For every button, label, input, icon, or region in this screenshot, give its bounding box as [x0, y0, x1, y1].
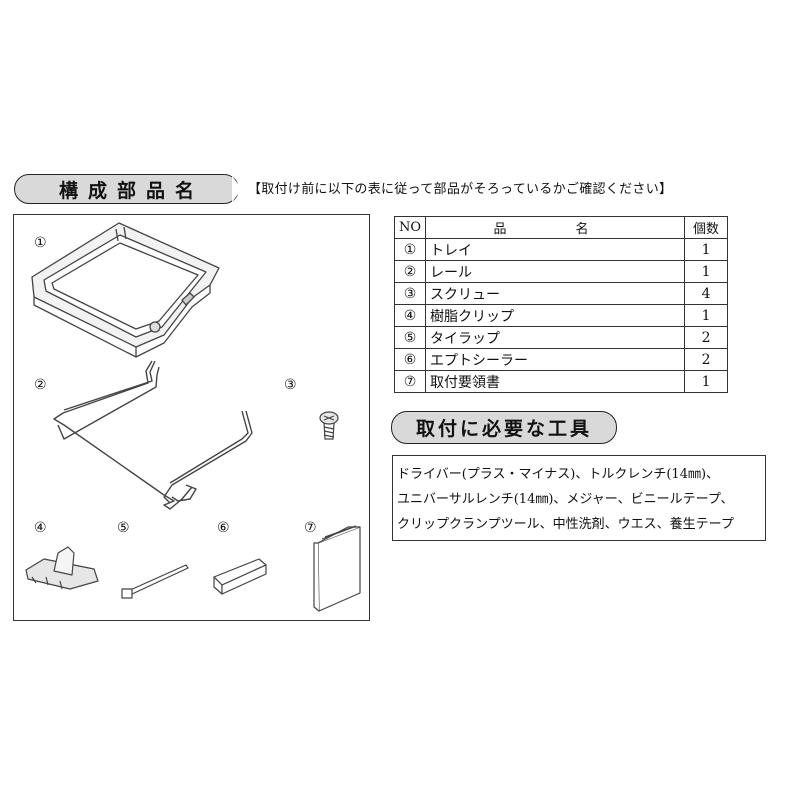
parts-table: NO 品 名 個数 ① トレイ 1 ② レール 1 ③ スクリュー 4 ④ 樹脂…: [393, 216, 729, 393]
header-no: NO: [393, 216, 427, 239]
label-sealer: ⑥: [217, 520, 230, 536]
tie-wrap-illustration: [121, 564, 189, 599]
row-qty: 1: [684, 304, 729, 327]
row-qty: 4: [684, 282, 729, 305]
table-row: ④ 樹脂クリップ 1: [393, 304, 729, 327]
table-row: ⑥ エプトシーラー 2: [393, 348, 729, 371]
row-name: 取付要領書: [425, 370, 686, 393]
sealer-illustration: [213, 558, 267, 595]
tools-section-title: 取付に必要な工具: [391, 411, 617, 444]
check-notice: 【取付け前に以下の表に従って部品がそろっているかご確認ください】: [248, 182, 673, 197]
label-screw: ③: [284, 377, 297, 393]
tools-line: ユニバーサルレンチ(14㎜)、メジャー、ビニールテープ、: [397, 492, 734, 507]
parts-section-title: 構成部品名: [14, 174, 239, 204]
label-rail: ②: [34, 377, 47, 393]
row-qty: 1: [684, 260, 729, 283]
row-qty: 1: [684, 370, 729, 393]
tools-line: ドライバー(プラス・マイナス)、トルクレンチ(14㎜)、: [397, 467, 720, 482]
table-row: ⑤ タイラップ 2: [393, 326, 729, 349]
screw-illustration: [319, 411, 339, 440]
parts-drawings: [25, 222, 361, 612]
row-name: タイラップ: [425, 326, 686, 349]
table-row: ① トレイ 1: [393, 238, 729, 261]
row-no: ①: [393, 238, 427, 261]
clip-illustration: [25, 546, 99, 590]
table-row: ② レール 1: [393, 260, 729, 283]
row-no: ④: [393, 304, 427, 327]
parts-section-title-text: 構成部品名: [58, 179, 204, 202]
label-tie: ⑤: [117, 520, 130, 536]
row-name: レール: [425, 260, 686, 283]
table-row: ③ スクリュー 4: [393, 282, 729, 305]
row-no: ③: [393, 282, 427, 305]
table-row: ⑦ 取付要領書 1: [393, 370, 729, 393]
tools-list-box: ドライバー(プラス・マイナス)、トルクレンチ(14㎜)、 ユニバーサルレンチ(1…: [392, 455, 766, 541]
tray-illustration: [31, 222, 220, 358]
row-qty: 1: [684, 238, 729, 261]
parts-table-header: NO 品 名 個数: [393, 216, 729, 239]
header-qty: 個数: [684, 216, 729, 239]
header-name: 品 名: [425, 216, 686, 239]
manual-illustration: [313, 525, 361, 612]
label-tray: ①: [34, 235, 47, 251]
tools-line: クリップクランプツール、中性洗剤、ウエス、養生テープ: [397, 517, 734, 532]
row-qty: 2: [684, 326, 729, 349]
rail-illustration: [53, 360, 253, 510]
row-no: ⑤: [393, 326, 427, 349]
row-name: 樹脂クリップ: [425, 304, 686, 327]
tools-section-title-text: 取付に必要な工具: [415, 418, 592, 440]
row-name: エプトシーラー: [425, 348, 686, 371]
parts-illustration-box: ① ② ③ ④ ⑤ ⑥ ⑦: [13, 214, 370, 621]
label-manual: ⑦: [304, 520, 317, 536]
label-clip: ④: [34, 520, 47, 536]
row-name: スクリュー: [425, 282, 686, 305]
row-qty: 2: [684, 348, 729, 371]
row-no: ⑦: [393, 370, 427, 393]
row-name: トレイ: [425, 238, 686, 261]
row-no: ⑥: [393, 348, 427, 371]
title-arrow: [232, 176, 242, 202]
row-no: ②: [393, 260, 427, 283]
